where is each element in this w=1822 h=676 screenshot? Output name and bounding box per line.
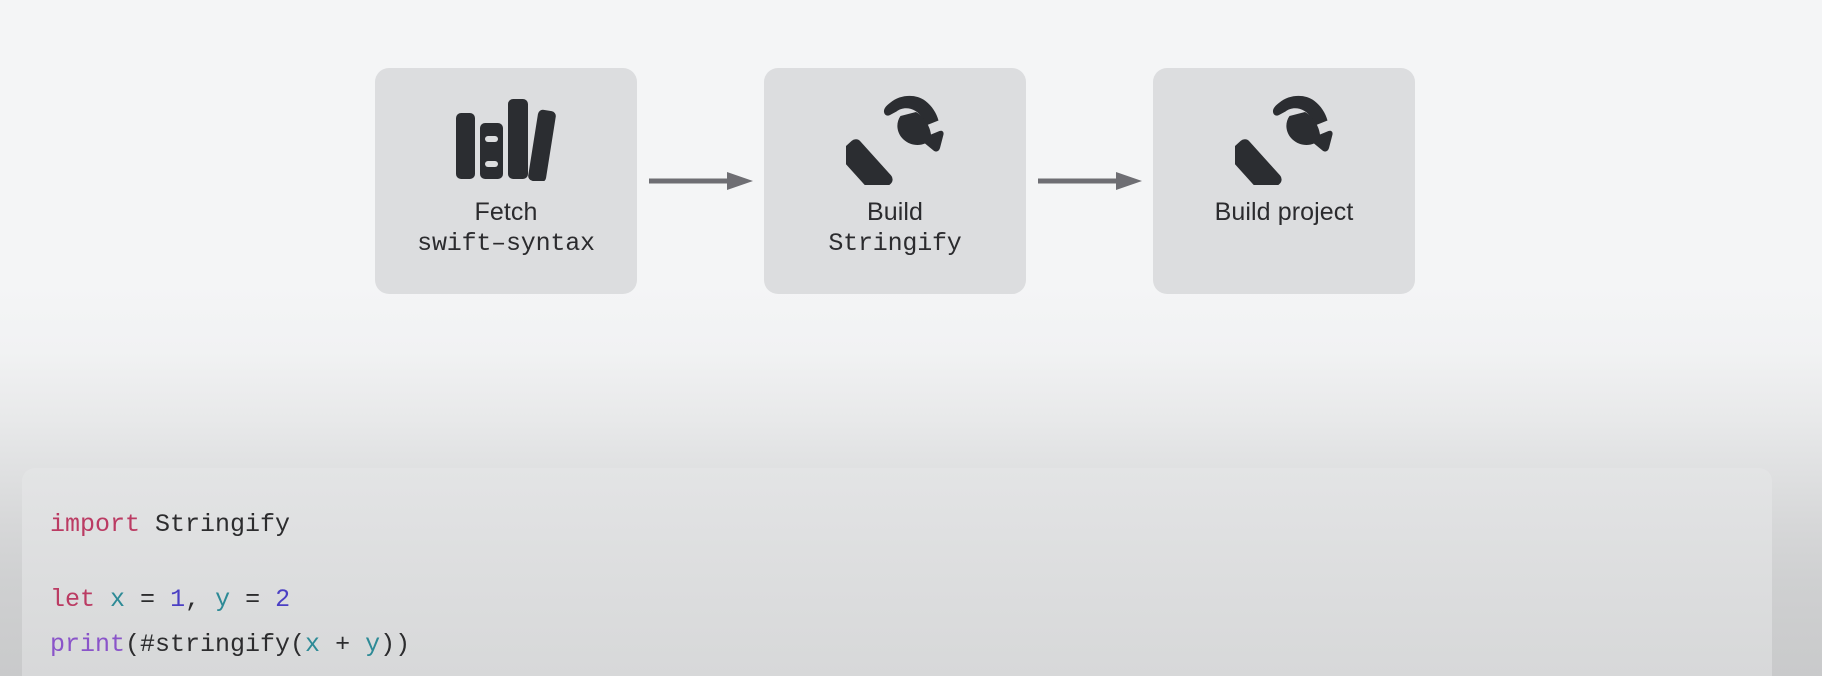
code-token-var: y	[365, 630, 381, 659]
flow-node-label-line1: Fetch	[474, 198, 538, 226]
flow-node-labels: Fetch swift–syntax	[417, 196, 595, 260]
code-token-var: x	[305, 630, 321, 659]
flow-node-fetch-swift-syntax[interactable]: Fetch swift–syntax	[375, 68, 637, 294]
code-line: let x = 1, y = 2	[50, 585, 290, 614]
code-token-keyword: import	[50, 510, 141, 539]
hammer-icon	[1235, 90, 1333, 188]
code-block[interactable]: import Stringify let x = 1, y = 2 print(…	[50, 502, 1772, 667]
code-token-plain: =	[125, 585, 171, 614]
code-token-func: print	[50, 630, 126, 659]
code-token-plain: ))	[380, 630, 411, 659]
code-token-var: y	[215, 585, 231, 614]
flow-node-label-line1: Build project	[1214, 198, 1354, 226]
books-icon	[454, 90, 558, 188]
code-token-plain: Stringify	[140, 510, 291, 539]
flow-connector-arrow-1	[637, 166, 764, 196]
code-token-number: 2	[275, 585, 291, 614]
flow-node-label-line2: Stringify	[828, 229, 962, 258]
build-pipeline-diagram: Fetch swift–syntax	[375, 68, 1415, 294]
code-token-plain: +	[320, 630, 366, 659]
flow-connector-arrow-2	[1026, 166, 1153, 196]
flow-node-labels: Build project	[1215, 196, 1354, 228]
flow-node-build-stringify[interactable]: Build Stringify	[764, 68, 1026, 294]
hammer-icon	[846, 90, 944, 188]
code-token-plain: =	[230, 585, 276, 614]
code-token-var: x	[110, 585, 126, 614]
code-token-number: 1	[170, 585, 186, 614]
flow-node-label-line1: Build	[866, 198, 924, 226]
code-panel: import Stringify let x = 1, y = 2 print(…	[22, 468, 1772, 676]
code-line: print(#stringify(x + y))	[50, 630, 410, 659]
code-line: import Stringify	[50, 510, 290, 539]
code-token-keyword: let	[50, 585, 96, 614]
flow-node-labels: Build Stringify	[828, 196, 961, 260]
code-blank-line	[50, 547, 1772, 577]
flow-node-label-line2: swift–syntax	[417, 229, 595, 258]
code-token-plain: (#stringify(	[125, 630, 306, 659]
flow-node-build-project[interactable]: Build project	[1153, 68, 1415, 294]
code-token-plain: ,	[185, 585, 216, 614]
code-token-plain	[95, 585, 110, 614]
